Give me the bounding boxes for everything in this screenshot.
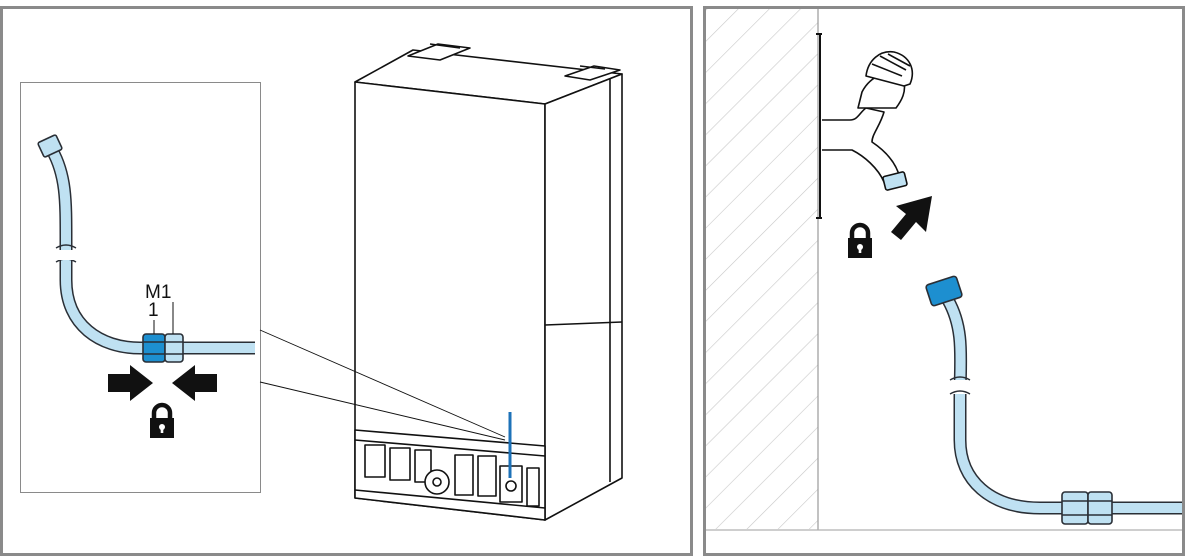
arrow-up-right-icon [891,196,932,240]
callout-line-lower [259,381,506,441]
hose-nut [925,275,963,307]
arrow-right-icon [108,365,153,401]
right-panel [703,6,1185,556]
coupling-fitting-right [1061,491,1113,525]
left-panel: M1 1 [0,6,693,556]
coupling-fitting [142,333,184,363]
arrow-left-icon [172,365,217,401]
hose-end-cap [37,134,63,158]
callout-line-upper [259,329,506,438]
hose [47,147,255,353]
appliance-rear-view [354,43,623,521]
hose-right [943,297,1182,513]
hose-break-mark-right [949,376,971,395]
label-m1: M1 [145,282,171,303]
tap-valve-icon [822,51,914,191]
label-1: 1 [148,300,159,321]
wall-hatching [706,9,818,529]
inset-detail: M1 1 [20,82,506,493]
